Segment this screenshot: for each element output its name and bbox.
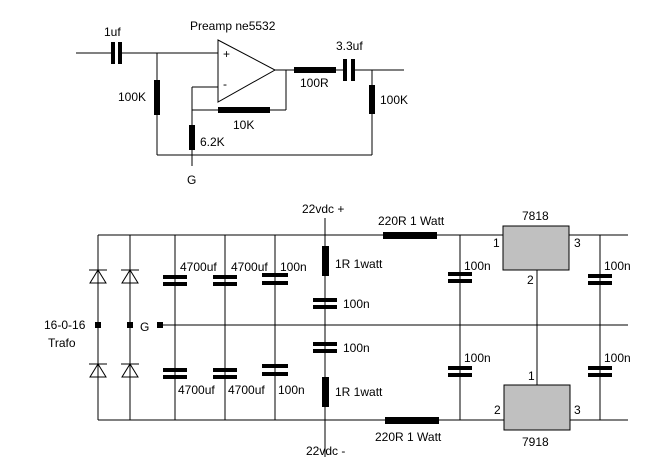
psu-ground-label: G: [140, 320, 149, 334]
dropping-resistor-bottom: [385, 417, 439, 424]
preamp-gain-resistor-label: 6.2K: [200, 135, 225, 149]
series-resistor-bottom: [322, 377, 329, 407]
preamp-input-capacitor-label: 1uf: [104, 25, 121, 39]
trafo-terminal-2: [127, 322, 133, 328]
power-supply-circuit: 16-0-16 Trafo G 4700uf 4700uf 4700uf 470…: [44, 202, 631, 458]
filter-capacitor-3-label: 4700uf: [178, 383, 215, 397]
regulator-7918-label: 7918: [522, 435, 549, 449]
ground-terminal: [157, 322, 163, 328]
regulator-input-capacitor-bottom-label: 100n: [464, 351, 491, 365]
rectifier-diode-3: [89, 363, 107, 378]
preamp-output-capacitor: [343, 59, 355, 81]
trafo-terminal-1: [95, 322, 101, 328]
rectifier-diode-4: [121, 363, 139, 378]
regulator-7918-pin2: 2: [494, 403, 501, 417]
filter-capacitor-3: [163, 368, 187, 379]
regulator-input-capacitor-bottom: [448, 366, 472, 377]
preamp-opamp: [217, 39, 277, 103]
regulator-7818-pin2: 2: [527, 273, 534, 287]
filter-capacitor-4: [213, 368, 237, 379]
preamp-ground-label: G: [187, 173, 196, 187]
regulator-7818-pin1: 1: [493, 236, 500, 250]
supply-negative-label: 22vdc -: [306, 444, 345, 458]
preamp-load-resistor: [369, 85, 375, 114]
dropping-resistor-top: [383, 232, 437, 239]
dropping-resistor-bottom-label: 220R 1 Watt: [375, 430, 442, 444]
preamp-feedback-resistor: [218, 107, 270, 113]
filter-capacitor-2-label: 4700uf: [231, 260, 268, 274]
regulator-7818-label: 7818: [522, 209, 549, 223]
preamp-gain-resistor: [189, 125, 195, 150]
opamp-minus-sign: -: [223, 77, 227, 91]
preamp-input-capacitor: [111, 42, 122, 64]
regulator-output-capacitor-top: [588, 274, 612, 285]
preamp-input-resistor-label: 100K: [118, 90, 146, 104]
preamp-circuit: 1uf 100K + - Preamp ne5532 6.2K G 10K 10…: [76, 19, 408, 187]
regulator-7918: [503, 384, 571, 431]
regulator-7918-pin3: 3: [574, 403, 581, 417]
regulator-output-capacitor-top-label: 100n: [604, 259, 631, 273]
bypass-capacitor-1-label: 100n: [280, 260, 307, 274]
filter-capacitor-1-label: 4700uf: [180, 260, 217, 274]
filter-capacitor-2: [213, 275, 237, 286]
supply-capacitor-top: [313, 298, 337, 309]
series-resistor-bottom-label: 1R 1watt: [335, 385, 383, 399]
preamp-input-resistor: [154, 80, 160, 115]
trafo-label-line1: 16-0-16: [44, 318, 86, 332]
filter-capacitor-4-label: 4700uf: [228, 383, 265, 397]
trafo-label-line2: Trafo: [48, 336, 76, 350]
preamp-feedback-resistor-label: 10K: [233, 118, 254, 132]
regulator-7818: [502, 225, 570, 271]
preamp-output-capacitor-label: 3.3uf: [336, 39, 363, 53]
opamp-plus-sign: +: [223, 47, 230, 61]
preamp-load-resistor-label: 100K: [380, 93, 408, 107]
rectifier-diode-2: [121, 269, 139, 284]
series-resistor-top-label: 1R 1watt: [335, 257, 383, 271]
series-resistor-top: [322, 246, 329, 276]
bypass-capacitor-2: [262, 364, 288, 376]
rectifier-diode-1: [89, 269, 107, 284]
preamp-output-resistor-label: 100R: [300, 76, 329, 90]
dropping-resistor-top-label: 220R 1 Watt: [378, 214, 445, 228]
supply-capacitor-bottom-label: 100n: [343, 341, 370, 355]
regulator-7818-pin3: 3: [574, 236, 581, 250]
bypass-capacitor-2-label: 100n: [278, 383, 305, 397]
supply-capacitor-top-label: 100n: [343, 297, 370, 311]
regulator-output-capacitor-bottom-label: 100n: [604, 351, 631, 365]
bypass-capacitor-1: [262, 273, 288, 285]
filter-capacitor-1: [163, 275, 187, 286]
supply-positive-label: 22vdc +: [302, 202, 344, 216]
regulator-input-capacitor-top: [448, 272, 472, 283]
preamp-output-resistor: [294, 67, 336, 73]
preamp-title: Preamp ne5532: [190, 19, 276, 33]
regulator-input-capacitor-top-label: 100n: [464, 259, 491, 273]
supply-capacitor-bottom: [313, 342, 337, 353]
regulator-7918-pin1: 1: [528, 369, 535, 383]
regulator-output-capacitor-bottom: [588, 366, 612, 377]
